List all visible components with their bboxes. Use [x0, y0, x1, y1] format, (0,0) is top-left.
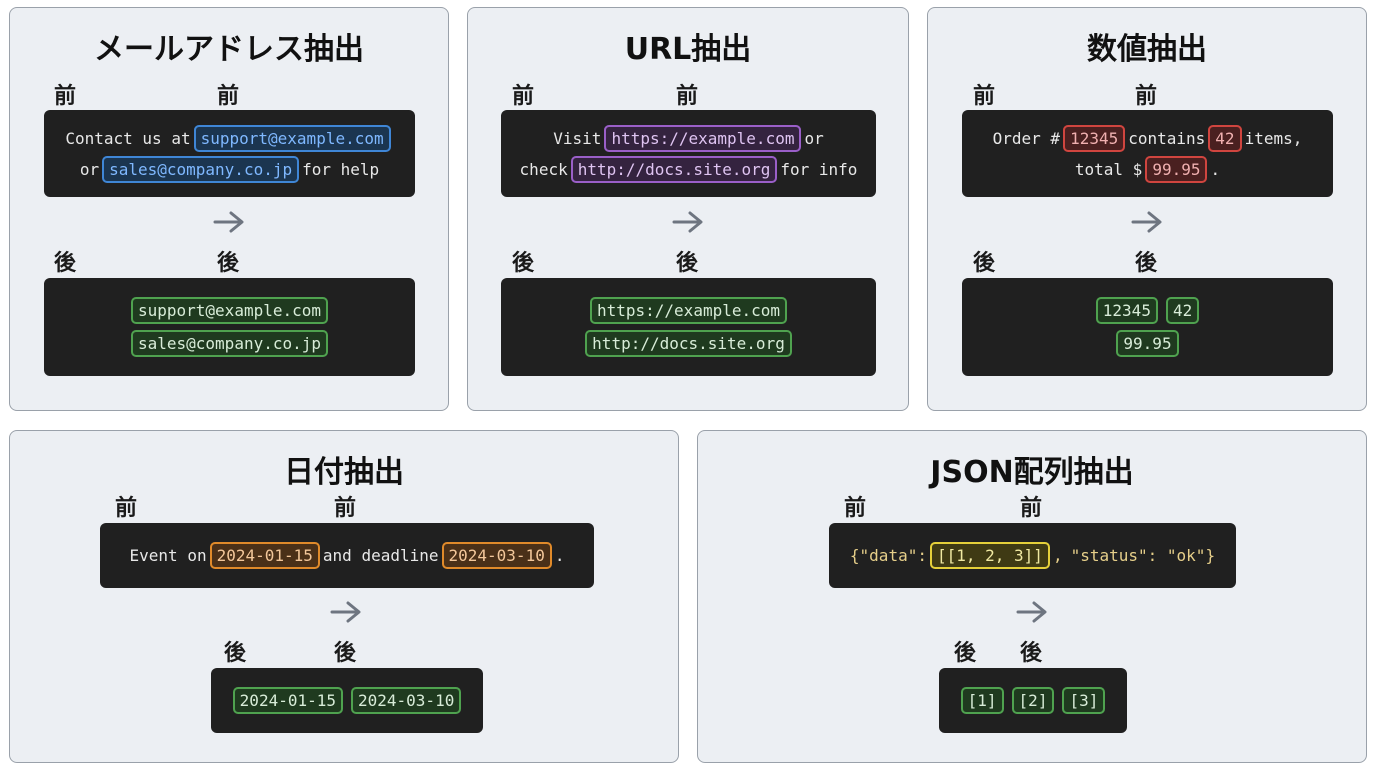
- input-text: .: [554, 546, 565, 565]
- input-text: for info: [780, 159, 858, 179]
- json-array-extraction-panel: JSON配列抽出 前 前 {"data": [[1, 2, 3]] , "sta…: [697, 430, 1367, 763]
- result-row: 12345 42: [1095, 297, 1200, 324]
- number-highlight: 12345: [1063, 124, 1126, 152]
- input-text: total $: [1074, 159, 1143, 179]
- json-array-highlight: [[1, 2, 3]]: [929, 542, 1050, 569]
- email-extraction-panel: メールアドレス抽出 前 前 Contact us at support@exam…: [9, 7, 449, 411]
- input-line: check http://docs.site.org for info: [519, 155, 858, 183]
- result-box: https://example.com http://docs.site.org: [501, 278, 876, 376]
- before-label: 前: [844, 496, 867, 521]
- after-label: 後: [217, 251, 240, 276]
- input-text-box: Order # 12345 contains 42 items, total $…: [962, 110, 1333, 197]
- after-label: 後: [1020, 641, 1043, 666]
- before-label: 前: [1135, 84, 1158, 109]
- number-extraction-panel: 数値抽出 前 前 Order # 12345 contains 42 items…: [927, 7, 1367, 411]
- input-line: total $ 99.95 .: [1074, 155, 1221, 183]
- before-label: 前: [512, 84, 535, 109]
- input-text: ,: [1052, 546, 1063, 565]
- input-text: {"data":: [849, 546, 927, 565]
- input-line: {"data": [[1, 2, 3]] , "status": "ok"}: [850, 542, 1215, 569]
- result-item: 2024-01-15: [232, 687, 343, 714]
- result-item: [2]: [1011, 687, 1055, 714]
- url-highlight: http://docs.site.org: [570, 155, 778, 183]
- after-label: 後: [973, 251, 996, 276]
- email-highlight: support@example.com: [193, 124, 391, 152]
- after-label: 後: [512, 251, 535, 276]
- input-line: Visit https://example.com or: [553, 124, 824, 152]
- result-item: [3]: [1062, 687, 1106, 714]
- result-item: support@example.com: [130, 297, 329, 324]
- input-text: Event on: [129, 546, 207, 565]
- right-arrow-icon: [672, 211, 703, 233]
- after-label: 後: [954, 641, 977, 666]
- result-box: 12345 42 99.95: [962, 278, 1333, 376]
- input-line: Order # 12345 contains 42 items,: [992, 124, 1303, 152]
- url-highlight: https://example.com: [604, 124, 802, 152]
- input-text: or: [804, 128, 824, 148]
- result-row: [1] [2] [3]: [960, 687, 1106, 714]
- input-text: items,: [1244, 128, 1303, 148]
- before-label: 前: [1020, 496, 1043, 521]
- input-text-box: Event on 2024-01-15 and deadline 2024-03…: [100, 523, 594, 588]
- before-label: 前: [334, 496, 357, 521]
- after-label: 後: [334, 641, 357, 666]
- input-line: Contact us at support@example.com: [65, 124, 393, 152]
- after-label: 後: [676, 251, 699, 276]
- input-text-box: Contact us at support@example.com or sal…: [44, 110, 415, 197]
- right-arrow-icon: [213, 211, 244, 233]
- result-item: 2024-03-10: [351, 687, 462, 714]
- after-label: 後: [1135, 251, 1158, 276]
- input-text: Order #: [992, 128, 1061, 148]
- input-line: Event on 2024-01-15 and deadline 2024-03…: [129, 542, 565, 569]
- number-highlight: 42: [1208, 124, 1242, 152]
- date-highlight: 2024-03-10: [441, 542, 552, 569]
- right-arrow-icon: [1016, 601, 1047, 623]
- input-text: Visit: [553, 128, 602, 148]
- date-extraction-panel: 日付抽出 前 前 Event on 2024-01-15 and deadlin…: [9, 430, 679, 763]
- result-item: https://example.com: [589, 297, 788, 324]
- input-text: "status": "ok"}: [1070, 546, 1216, 565]
- input-text-box: Visit https://example.com or check http:…: [501, 110, 876, 197]
- input-text: or: [79, 159, 100, 179]
- result-item: http://docs.site.org: [585, 330, 792, 357]
- input-text: for help: [302, 159, 380, 179]
- panel-title: URL抽出: [624, 32, 752, 67]
- input-text: check: [519, 159, 568, 179]
- right-arrow-icon: [1131, 211, 1162, 233]
- input-text: and deadline: [322, 546, 439, 565]
- date-highlight: 2024-01-15: [209, 542, 320, 569]
- number-highlight: 99.95: [1145, 155, 1208, 183]
- result-box: [1] [2] [3]: [939, 668, 1127, 733]
- before-label: 前: [115, 496, 138, 521]
- panel-title: 日付抽出: [284, 455, 404, 490]
- after-label: 後: [54, 251, 77, 276]
- result-item: 12345: [1095, 297, 1158, 324]
- input-line: or sales@company.co.jp for help: [79, 155, 380, 183]
- result-item: [1]: [960, 687, 1004, 714]
- input-text: .: [1210, 159, 1221, 179]
- result-item: 99.95: [1116, 330, 1179, 357]
- before-label: 前: [676, 84, 699, 109]
- result-box: 2024-01-15 2024-03-10: [211, 668, 483, 733]
- panel-title: メールアドレス抽出: [94, 32, 364, 67]
- result-item: 42: [1165, 297, 1200, 324]
- input-text: Contact us at: [65, 128, 191, 148]
- input-text: contains: [1128, 128, 1206, 148]
- before-label: 前: [54, 84, 77, 109]
- result-box: support@example.com sales@company.co.jp: [44, 278, 415, 376]
- url-extraction-panel: URL抽出 前 前 Visit https://example.com or c…: [467, 7, 909, 411]
- email-highlight: sales@company.co.jp: [102, 155, 300, 183]
- panel-title: 数値抽出: [1087, 32, 1207, 67]
- right-arrow-icon: [330, 601, 361, 623]
- panel-title: JSON配列抽出: [930, 455, 1134, 490]
- before-label: 前: [217, 84, 240, 109]
- input-text-box: {"data": [[1, 2, 3]] , "status": "ok"}: [829, 523, 1236, 588]
- before-label: 前: [973, 84, 996, 109]
- result-row: 2024-01-15 2024-03-10: [232, 687, 462, 714]
- result-item: sales@company.co.jp: [130, 330, 329, 357]
- after-label: 後: [224, 641, 247, 666]
